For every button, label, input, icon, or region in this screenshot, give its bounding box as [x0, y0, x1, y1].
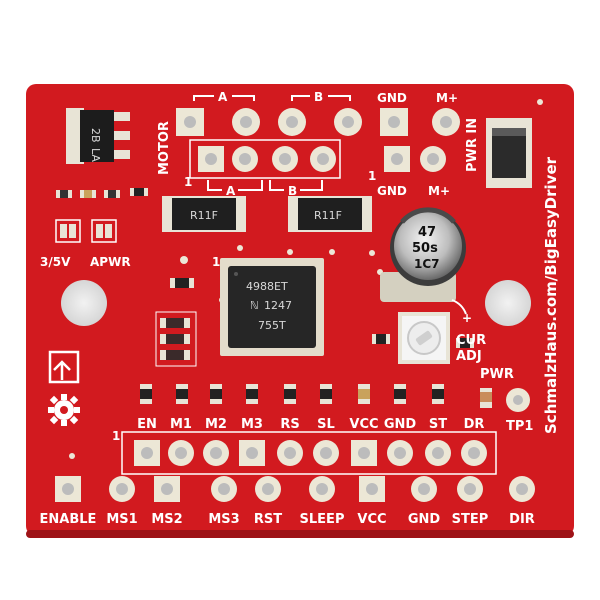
header-pad-hole — [468, 447, 480, 459]
current-adjust-potentiometer — [398, 312, 450, 364]
bottom-pad-hole — [316, 483, 328, 495]
bottom-pad-hole — [161, 483, 173, 495]
label-one-chip: 1 — [212, 255, 220, 269]
motor-header-bottom — [198, 146, 446, 172]
header-bottom-label: SLEEP — [300, 512, 345, 527]
header-bottom-label: RST — [254, 512, 282, 527]
header-outline — [121, 431, 497, 475]
bottom-pads — [55, 476, 535, 502]
header-pad-hole — [358, 447, 370, 459]
header-pad-hole — [432, 447, 444, 459]
header-bottom-label: DIR — [509, 512, 535, 527]
header-top-label: ST — [429, 417, 447, 432]
label-one-left: 1 — [184, 175, 192, 189]
allegro-logo: ℕ — [250, 299, 259, 312]
label-mplus-top: M+ — [436, 91, 458, 105]
voltage-regulator: 2B LA — [66, 108, 130, 164]
bottom-pad-hole — [62, 483, 74, 495]
header-top-labels: EN M1 M2 M3 RS SL VCC GND ST DR — [137, 417, 484, 432]
cap-marking-3: 1C7 — [414, 257, 440, 271]
header-top-label: M2 — [205, 417, 227, 432]
mounting-hole-left — [61, 280, 107, 326]
smd-row-header — [140, 384, 444, 404]
header-bottom-labels: ENABLE MS1 MS2 MS3 RST SLEEP VCC GND STEP DIR — [40, 512, 535, 527]
smd-components-left — [56, 188, 148, 198]
header-bottom-label: STEP — [452, 512, 489, 527]
header-bottom-label: MS3 — [208, 512, 239, 527]
header-bottom-label: ENABLE — [40, 512, 97, 527]
motor-header-top — [176, 108, 460, 136]
header-top-label: M3 — [241, 417, 263, 432]
resistor-left-marking: R11F — [190, 209, 218, 222]
bottom-pad-hole — [366, 483, 378, 495]
label-a-top: A — [218, 90, 228, 104]
label-mplus-bottom: M+ — [428, 184, 450, 198]
regulator-marking-2: LA — [89, 148, 102, 162]
label-a-bottom: A — [226, 184, 236, 198]
label-one-header: 1 — [112, 429, 120, 443]
header-pad-hole — [175, 447, 187, 459]
header-top-label: RS — [280, 417, 299, 432]
label-pwr: PWR — [480, 367, 514, 382]
chip-marking-3: 755T — [258, 319, 286, 332]
bottom-pad-hole — [516, 483, 528, 495]
resistor-left: R11F — [162, 196, 246, 232]
label-3-5v: 3/5V — [40, 255, 71, 269]
gear-icon — [48, 394, 80, 426]
url-text: SchmalzHaus.com/BigEasyDriver — [542, 156, 560, 434]
regulator-marking-1: 2B — [89, 128, 102, 143]
label-one-right: 1 — [368, 169, 376, 183]
label-gnd-top: GND — [377, 91, 407, 105]
electrolytic-capacitor: 47 50s 1C7 — [380, 207, 466, 302]
bottom-pad-hole — [262, 483, 274, 495]
header-pad-hole — [320, 447, 332, 459]
header-top-label: SL — [317, 417, 335, 432]
label-tp1: TP1 — [506, 419, 533, 434]
bottom-pad-hole — [116, 483, 128, 495]
label-gnd-bottom: GND — [377, 184, 407, 198]
chip-marking-2: 1247 — [264, 299, 292, 312]
header-bottom-label: MS2 — [151, 512, 182, 527]
cap-marking-2: 50s — [412, 241, 438, 256]
cap-marking-1: 47 — [418, 225, 436, 240]
pwr-in-label: PWR IN — [465, 118, 480, 172]
header-pad-hole — [394, 447, 406, 459]
cap-plus-mark: + — [462, 311, 472, 325]
power-diode — [486, 118, 532, 188]
header-bottom-label: MS1 — [106, 512, 137, 527]
header-top-label: M1 — [170, 417, 192, 432]
pcb-edge-shadow — [26, 530, 574, 538]
header-pad-hole — [141, 447, 153, 459]
a4988-driver-chip: 4988ET ℕ 1247 755T — [220, 258, 324, 356]
header-bottom-label: VCC — [357, 512, 386, 527]
header-bottom-label: GND — [408, 512, 441, 527]
header-pad-hole — [284, 447, 296, 459]
label-b-top: B — [314, 90, 323, 104]
chip-marking-1: 4988ET — [246, 280, 288, 293]
header-top-label: VCC — [349, 417, 378, 432]
label-apwr: APWR — [90, 255, 131, 269]
resistor-right: R11F — [288, 196, 372, 232]
bottom-pad-hole — [218, 483, 230, 495]
header-top-label: DR — [464, 417, 485, 432]
header-pad-hole — [246, 447, 258, 459]
resistor-right-marking: R11F — [314, 209, 342, 222]
header-top-label: EN — [137, 417, 157, 432]
header-pads — [134, 440, 487, 466]
motor-label: MOTOR — [157, 121, 172, 175]
bottom-pad-hole — [464, 483, 476, 495]
header-pad-hole — [210, 447, 222, 459]
bottom-pad-hole — [418, 483, 430, 495]
mounting-hole-right — [485, 280, 531, 326]
solder-jumpers — [55, 219, 117, 243]
oshw-icon — [48, 350, 80, 384]
label-adj: ADJ — [456, 349, 482, 364]
header-top-label: GND — [384, 417, 417, 432]
label-b-bottom: B — [288, 184, 297, 198]
label-cur: CUR — [456, 333, 486, 348]
smd-components-middle — [155, 278, 492, 408]
